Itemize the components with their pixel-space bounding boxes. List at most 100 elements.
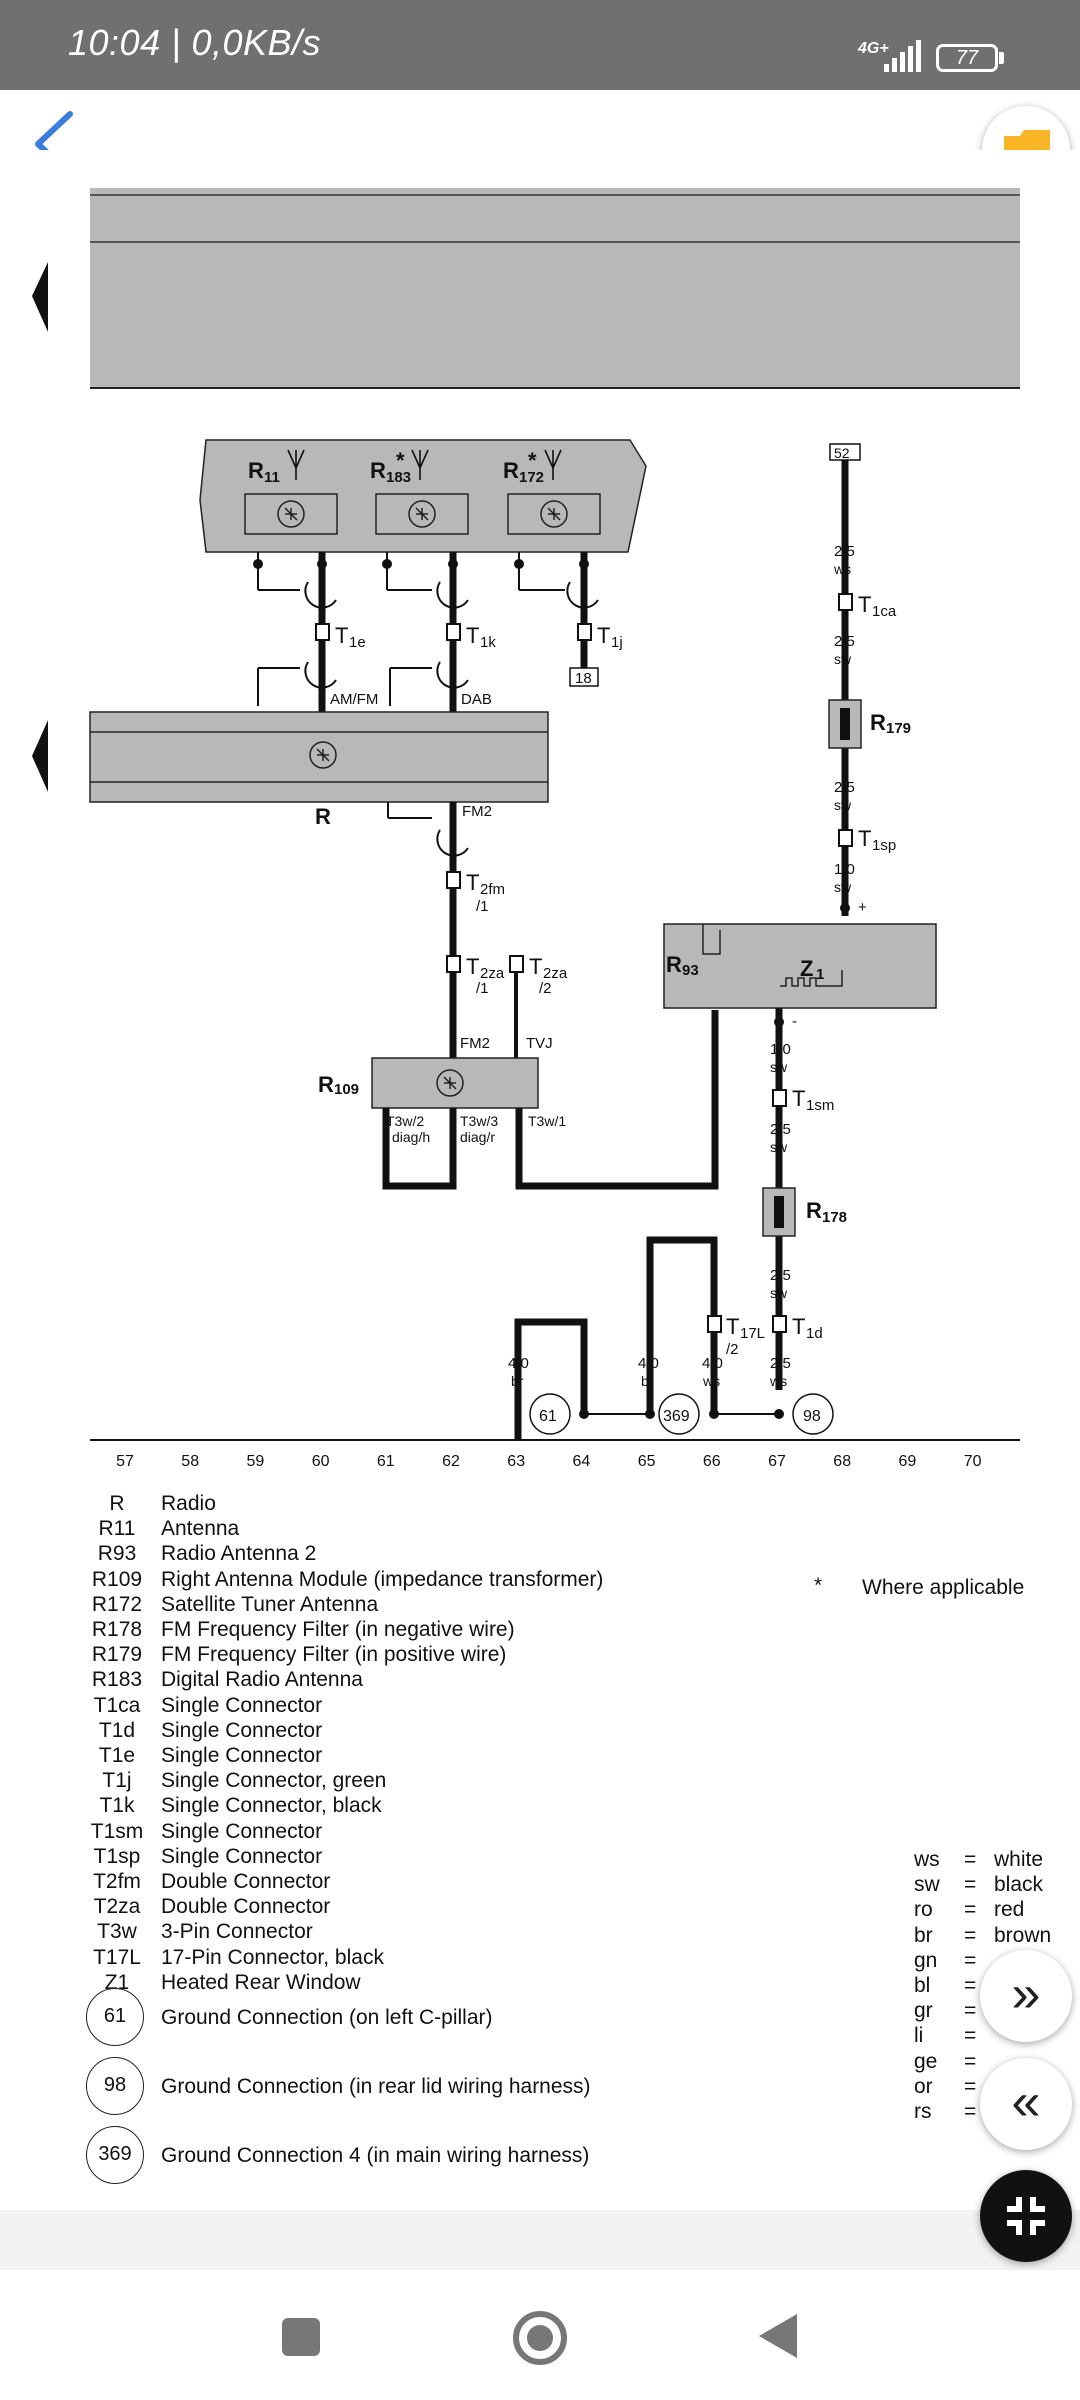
color-code: ws: [914, 1848, 940, 1871]
legend-desc: Radio Antenna 2: [161, 1542, 317, 1566]
wire-t3w2-b: diag/h: [392, 1129, 430, 1145]
spec-w52d-c: sw: [834, 879, 852, 895]
battery-level: 77: [955, 47, 979, 69]
label-r11-sub: 11: [264, 469, 280, 486]
label-r178: R: [806, 1198, 822, 1223]
spec-wz1: 1,0: [770, 1041, 791, 1058]
next-page-button[interactable]: »: [980, 1950, 1072, 2042]
asterisk-r183: *: [396, 448, 405, 473]
home-button[interactable]: [510, 2308, 570, 2368]
radio-box: [89, 711, 549, 803]
track-number: 65: [638, 1453, 656, 1470]
conn-t1e-sub: 1e: [349, 634, 366, 651]
legend-desc: Antenna: [161, 1517, 240, 1541]
label-r109-sub: 109: [334, 1081, 359, 1098]
legend-code: R183: [91, 1668, 143, 1692]
spec-w63: 4,0: [508, 1355, 529, 1372]
r93-z1-box: [663, 923, 937, 1009]
legend-desc: Radio: [161, 1492, 216, 1515]
box-52: 52: [834, 445, 850, 461]
spec-wz3-c: sw: [770, 1285, 788, 1301]
conn-t2za1: T: [466, 954, 479, 979]
status-time: 10:04 | 0,0KB/s: [68, 22, 322, 63]
color-eq: =: [964, 2024, 977, 2048]
spec-plus: +: [858, 899, 867, 916]
conn-t1ca: T: [858, 592, 871, 617]
label-r93: R: [666, 952, 682, 977]
legend-ground-desc: Ground Connection (on left C-pillar): [161, 2006, 493, 2029]
color-code: gn: [914, 1948, 938, 1972]
wire-t3w3-b: diag/r: [460, 1129, 495, 1145]
top-panel: [90, 188, 1020, 388]
collapse-icon: [1007, 2197, 1045, 2235]
conn-t1sp-sub: 1sp: [872, 837, 896, 854]
legend-desc: Single Connector, black: [161, 1794, 382, 1818]
recent-apps-button[interactable]: [282, 2318, 320, 2356]
spec-wz1-c: sw: [770, 1059, 788, 1075]
spec-w52d: 1,0: [834, 861, 855, 878]
exit-fullscreen-button[interactable]: [980, 2170, 1072, 2262]
spec-w52c-c: sw: [834, 797, 852, 813]
legend-code: T3w: [97, 1920, 137, 1944]
label-r172: R: [503, 458, 519, 483]
spec-wz2: 2,5: [770, 1121, 791, 1138]
battery-icon: 77: [936, 44, 998, 72]
color-code: sw: [914, 1873, 940, 1897]
prev-page-button[interactable]: «: [980, 2058, 1072, 2150]
legend-desc: 17-Pin Connector, black: [161, 1945, 384, 1969]
conn-t1e: T: [335, 623, 348, 648]
color-eq: =: [964, 1873, 977, 1897]
conn-t17l-pin: /2: [726, 1341, 739, 1358]
color-code: gr: [914, 1999, 933, 2023]
legend-desc: Right Antenna Module (impedance transfor…: [161, 1567, 604, 1591]
back-button[interactable]: [755, 2310, 801, 2362]
legend-code: T2fm: [93, 1870, 141, 1893]
conn-t1k: T: [466, 623, 479, 648]
spec-w52a: 2,5: [834, 543, 855, 560]
color-eq: =: [964, 1898, 977, 1922]
legend-code: T1sm: [90, 1819, 144, 1843]
signal-icon: [884, 40, 921, 72]
spec-wz2-c: sw: [770, 1139, 788, 1155]
wiring-diagram: R 11 R 183 R 172 * * T 1e T 1k T 1j 18 A: [32, 188, 1020, 1470]
legend-desc: Satellite Tuner Antenna: [161, 1592, 379, 1616]
label-r183: R: [370, 458, 386, 483]
legend-desc: Heated Rear Window: [161, 1970, 361, 1994]
conn-t2za1-sub: 2za: [480, 965, 505, 982]
legend-code: R109: [91, 1567, 143, 1591]
ground-61: 61: [539, 1408, 557, 1425]
label-radio: R: [315, 804, 331, 829]
navigation-bar: [0, 2270, 1080, 2400]
ground-369: 369: [663, 1408, 690, 1425]
track-number: 60: [312, 1453, 330, 1470]
legend-desc: 3-Pin Connector: [161, 1920, 313, 1944]
track-number: 59: [247, 1453, 265, 1470]
legend-desc: Single Connector: [161, 1844, 323, 1868]
color-eq: =: [964, 1948, 977, 1972]
page-left-marker-icon-2: [32, 720, 48, 792]
legend-code: R: [109, 1492, 125, 1515]
spec-w63-c: br: [511, 1373, 524, 1389]
track-number: 64: [573, 1453, 591, 1470]
conn-t1d: T: [792, 1314, 805, 1339]
legend-ground-desc: Ground Connection (in rear lid wiring ha…: [161, 2075, 591, 2098]
track-number: 58: [181, 1453, 199, 1470]
legend-code: R179: [91, 1643, 143, 1667]
color-name: brown: [994, 1923, 1052, 1947]
legend-code: R93: [97, 1542, 137, 1566]
legend-code: T1k: [99, 1794, 135, 1818]
label-r172-sub: 172: [519, 469, 544, 486]
track-number: 67: [768, 1453, 786, 1470]
color-code: rs: [914, 2100, 932, 2123]
legend-ground-symbol: 61: [86, 1988, 144, 2046]
color-code: or: [914, 2074, 933, 2098]
note-asterisk: *: [814, 1574, 823, 1597]
spec-w52b: 2,5: [834, 633, 855, 650]
wire-t3w2: T3w/2: [386, 1113, 424, 1129]
wire-fm2-mid: FM2: [460, 1035, 490, 1052]
label-r179: R: [870, 710, 886, 735]
color-eq: =: [964, 1974, 977, 1997]
legend-ground-symbol: 369: [86, 2126, 144, 2184]
legend-ground-symbol: 98: [86, 2057, 144, 2115]
track-number: 70: [964, 1453, 982, 1470]
